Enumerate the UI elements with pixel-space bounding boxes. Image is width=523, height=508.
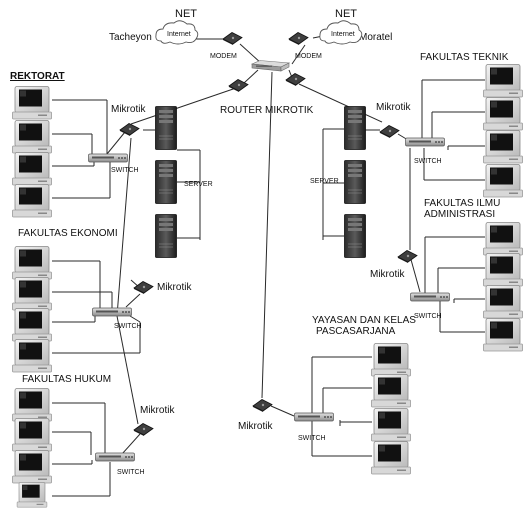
yayasan-title-line2: PASCASARJANA: [316, 326, 396, 337]
router-icon: [251, 60, 290, 72]
desktop-computer-icon: [12, 86, 52, 120]
cloud-icon: Internet: [319, 20, 363, 45]
desktop-computer-icon: [12, 308, 52, 342]
mikrotik-router-icon: [252, 399, 273, 412]
right-server-group: SERVER: [310, 106, 366, 258]
router-mikrotik-label: ROUTER MIKROTIK: [220, 105, 314, 116]
mikrotik-label: Mikrotik: [238, 421, 273, 432]
desktop-computer-icon: [12, 184, 52, 218]
switch-label: SWITCH: [298, 435, 326, 442]
switch-icon: [92, 307, 132, 317]
desktop-computer-icon: [483, 285, 523, 319]
switch-icon: [405, 137, 445, 147]
switch-icon: [95, 452, 135, 462]
router-icon: [285, 73, 306, 86]
desktop-computer-icon: [371, 408, 411, 442]
desktop-computer-icon: [12, 246, 52, 280]
network-cables: [52, 35, 485, 497]
desktop-computer-icon: [483, 164, 523, 198]
desktop-computer-icon: [371, 343, 411, 377]
modem-label-left: MODEM: [210, 53, 237, 60]
desktop-computer-icon: [483, 97, 523, 131]
fakultas-ekonomi-title: FAKULTAS EKONOMI: [18, 228, 118, 239]
server-label-right: SERVER: [310, 178, 339, 185]
rektorat-title: REKTORAT: [10, 71, 65, 82]
server-tower-icon: [155, 160, 177, 204]
fakultas-hukum-section: FAKULTAS HUKUM SWITCH Mikrotik: [12, 374, 175, 508]
mikrotik-router-icon: [379, 125, 400, 138]
desktop-computer-icon: [12, 418, 52, 452]
modem-label-right: MODEM: [295, 53, 322, 60]
fakultas-teknik-section: FAKULTAS TEKNIK SWITCH Mikrotik: [376, 52, 523, 198]
server-label-left: SERVER: [184, 181, 213, 188]
switch-label: SWITCH: [414, 313, 442, 320]
switch-label: SWITCH: [414, 158, 442, 165]
desktop-computer-icon: [12, 450, 52, 484]
rektorat-section: REKTORAT SWITCH Mikrotik: [10, 71, 146, 218]
mikrotik-label: Mikrotik: [370, 269, 405, 280]
cloud-text-right: Internet: [331, 31, 355, 38]
mikrotik-label: Mikrotik: [140, 405, 175, 416]
desktop-computer-icon: [483, 318, 523, 352]
desktop-computer-icon: [483, 64, 523, 98]
yayasan-title-line1: YAYASAN DAN KELAS: [312, 315, 416, 326]
mikrotik-label: Mikrotik: [157, 282, 192, 293]
switch-label: SWITCH: [114, 323, 142, 330]
desktop-computer-icon: [371, 374, 411, 408]
fakultas-ilmu-title-line1: FAKULTAS ILMU: [424, 198, 500, 209]
mikrotik-label: Mikrotik: [376, 102, 411, 113]
mikrotik-router-icon: [397, 250, 418, 263]
server-tower-icon: [344, 214, 366, 258]
desktop-computer-icon: [483, 222, 523, 256]
switch-label: SWITCH: [111, 167, 139, 174]
server-tower-icon: [155, 214, 177, 258]
desktop-computer-icon: [483, 130, 523, 164]
server-tower-icon: [155, 106, 177, 150]
fakultas-ekonomi-section: FAKULTAS EKONOMI SWITCH Mikrotik: [12, 228, 192, 373]
switch-label: SWITCH: [117, 469, 145, 476]
fakultas-ilmu-administrasi-section: FAKULTAS ILMU ADMINISTRASI SWITCH Mikrot…: [370, 198, 523, 352]
desktop-computer-icon: [16, 482, 48, 508]
fakultas-hukum-title: FAKULTAS HUKUM: [22, 374, 111, 385]
desktop-computer-icon: [12, 152, 52, 186]
desktop-computer-icon: [12, 339, 52, 373]
server-tower-icon: [344, 160, 366, 204]
cloud-icon: Internet: [155, 20, 199, 45]
isp-label-tacheyon: Tacheyon: [109, 32, 152, 43]
switch-icon: [410, 292, 450, 302]
internet-section: NET NET Tacheyon Moratel Internet Intern…: [109, 8, 392, 116]
modem-icon: [288, 32, 309, 45]
desktop-computer-icon: [483, 253, 523, 287]
isp-label-moratel: Moratel: [359, 32, 392, 43]
cloud-text-left: Internet: [167, 31, 191, 38]
server-tower-icon: [344, 106, 366, 150]
mikrotik-label: Mikrotik: [111, 104, 146, 115]
switch-icon: [88, 153, 128, 163]
net-label-left: NET: [175, 8, 197, 20]
modem-icon: [222, 32, 243, 45]
desktop-computer-icon: [371, 441, 411, 475]
desktop-computer-icon: [12, 388, 52, 422]
desktop-computer-icon: [12, 277, 52, 311]
desktop-computer-icon: [12, 120, 52, 154]
mikrotik-router-icon: [133, 423, 154, 436]
net-label-right: NET: [335, 8, 357, 20]
fakultas-ilmu-title-line2: ADMINISTRASI: [424, 209, 495, 220]
mikrotik-router-icon: [133, 281, 154, 294]
fakultas-teknik-title: FAKULTAS TEKNIK: [420, 52, 509, 63]
left-server-group: SERVER: [155, 106, 213, 258]
yayasan-pascasarjana-section: YAYASAN DAN KELAS PASCASARJANA SWITCH Mi…: [238, 315, 416, 475]
switch-icon: [294, 412, 334, 422]
